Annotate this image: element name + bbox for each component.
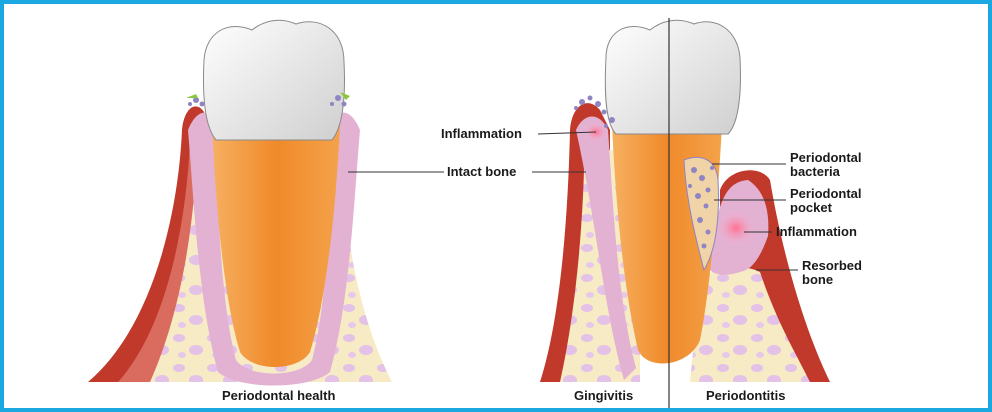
tooth-crown [204, 20, 345, 140]
callout-periodontal-bacteria: Periodontal bacteria [790, 150, 865, 179]
caption-periodontal-health: Periodontal health [222, 388, 335, 403]
callout-periodontal-pocket: Periodontal pocket [790, 186, 865, 215]
inflammation-area-periodontitis [716, 210, 756, 246]
tooth-crown-right [605, 20, 740, 134]
panel-gingivitis-periodontitis: Gingivitis Periodontitis [540, 18, 830, 408]
caption-periodontitis: Periodontitis [706, 388, 785, 403]
callout-inflammation-periodontitis: Inflammation [776, 224, 857, 239]
callout-resorbed-bone: Resorbed bone [802, 258, 866, 287]
panel-periodontal-health: Periodontal health [88, 20, 392, 403]
callout-inflammation-gingivitis: Inflammation [441, 126, 522, 141]
callout-intact-bone: Intact bone [447, 164, 516, 179]
caption-gingivitis: Gingivitis [574, 388, 633, 403]
